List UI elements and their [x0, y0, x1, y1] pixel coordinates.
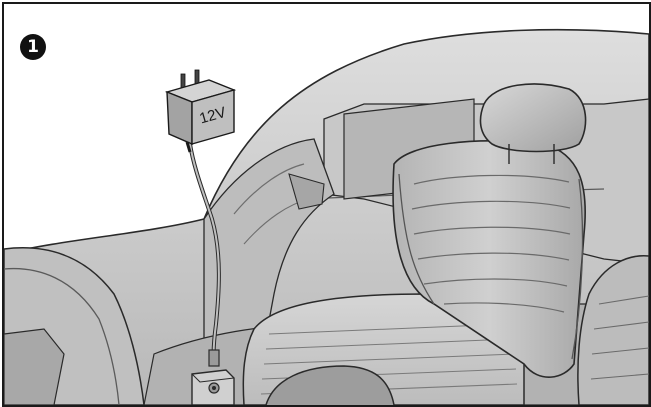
ride-on-car-illustration: 12V [4, 28, 649, 405]
seat-back [392, 140, 586, 378]
charging-port-icon [191, 369, 235, 405]
headrest [479, 83, 587, 153]
step-number-badge: 1 [20, 34, 46, 60]
adapter-voltage-label: 12V [198, 104, 228, 128]
charger-adapter-icon [164, 69, 237, 153]
